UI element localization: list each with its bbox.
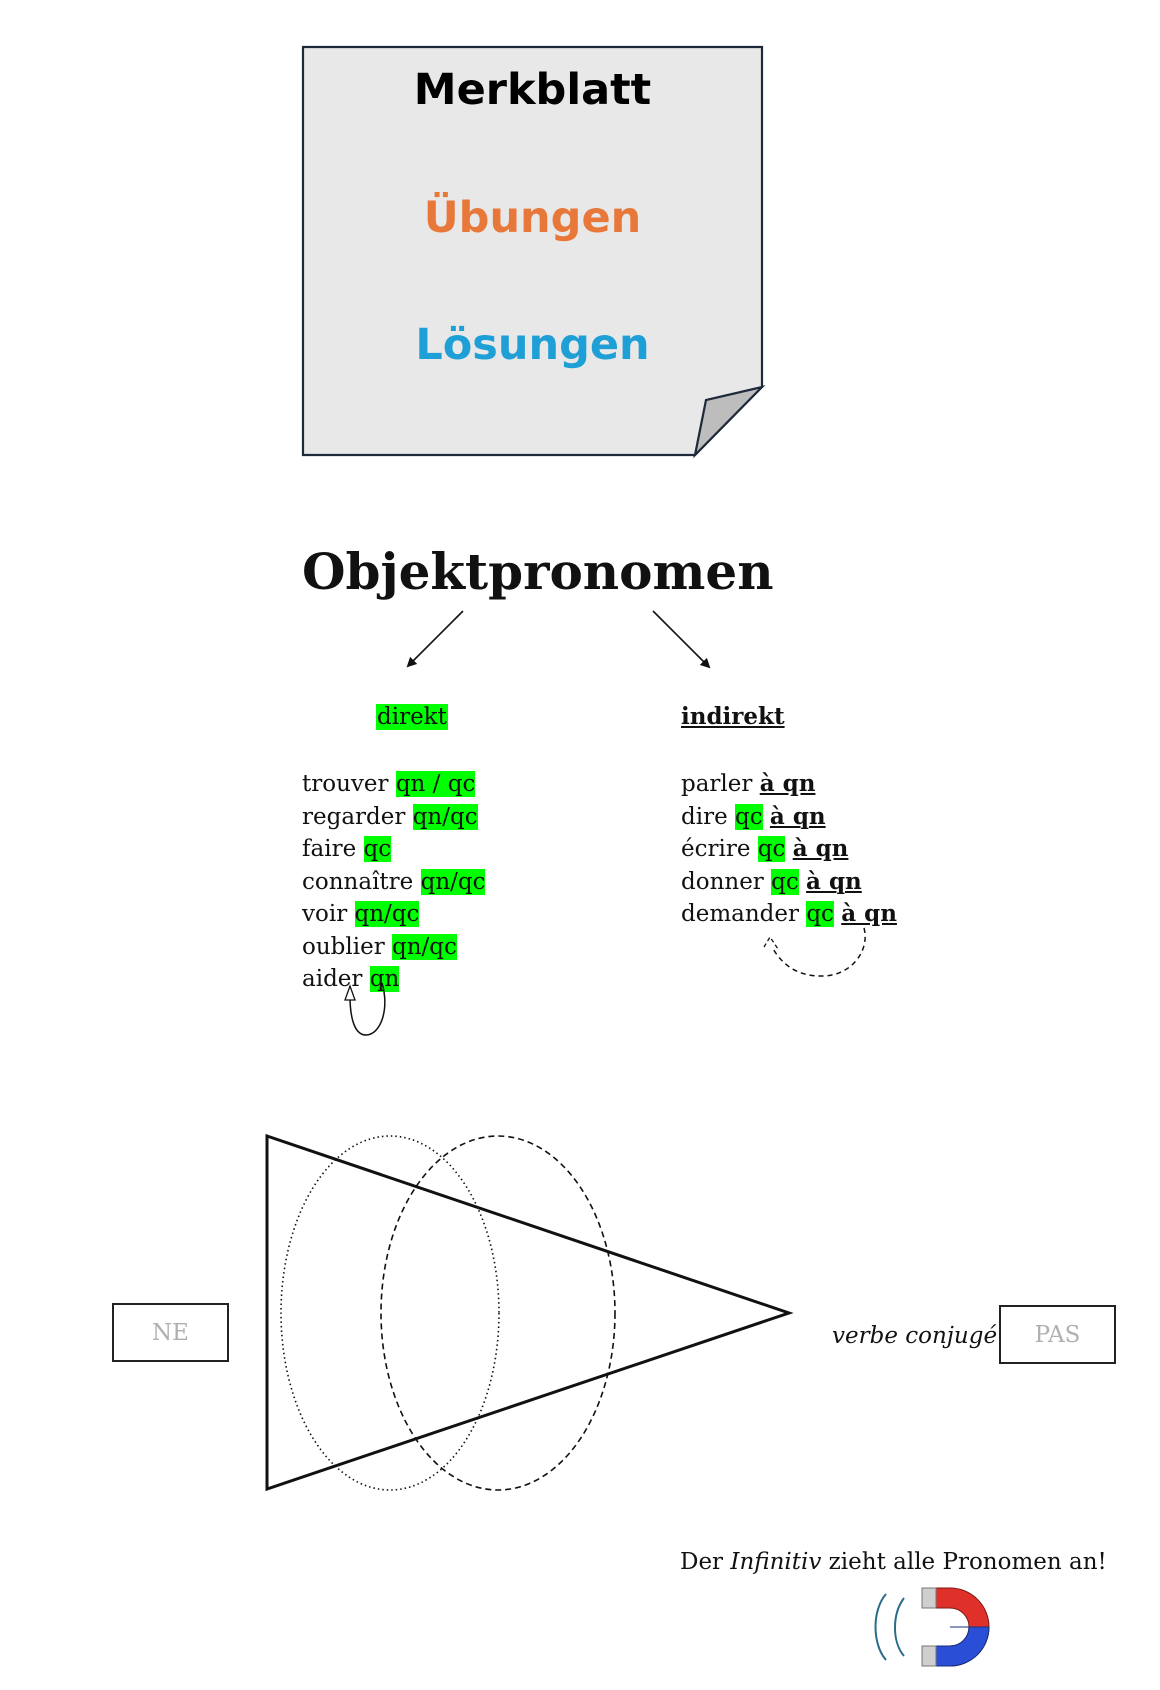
verb: aider: [302, 966, 363, 992]
direct-verb-list: trouver qn / qc regarder qn/qc faire qc …: [302, 768, 486, 996]
list-item: trouver qn / qc: [302, 768, 485, 801]
verb: parler: [681, 771, 753, 797]
list-item: écrire qc à qn: [681, 833, 897, 866]
magnet-icon: [874, 1587, 990, 1667]
loop-arrow-indirect: [763, 927, 866, 977]
page-title: Objektpronomen: [302, 542, 774, 601]
object-highlight: qn / qc: [395, 771, 476, 797]
preposition-object: à qn: [759, 770, 816, 797]
object-highlight: qn/qc: [412, 803, 478, 830]
note-card-shape: [301, 45, 766, 459]
dotted-ellipse: [280, 1135, 500, 1491]
verb: demander: [681, 901, 799, 927]
label-ne: NE: [112, 1303, 229, 1362]
verb: écrire: [681, 836, 751, 862]
preposition-object: à qn: [841, 900, 897, 927]
preposition-object: à qn: [792, 835, 849, 862]
card-exercises-link[interactable]: Übungen: [423, 193, 642, 243]
object-highlight: qn/qc: [392, 933, 457, 960]
list-item: faire qc: [302, 833, 485, 866]
list-item: parler à qn: [681, 768, 897, 801]
verb: oublier: [302, 933, 385, 960]
list-item: oublier qn/qc: [302, 931, 485, 964]
loop-arrow-direct: [344, 982, 386, 1036]
list-item: connaître qn/qc: [302, 866, 486, 899]
dashed-ellipse: [380, 1135, 616, 1491]
card-solutions-link[interactable]: Lösungen: [415, 320, 650, 370]
object-highlight: qn/qc: [420, 868, 486, 895]
list-item: dire qc à qn: [681, 801, 897, 834]
label-verb-conjugated: verbe conjugé: [832, 1323, 998, 1349]
object-highlight: qc: [363, 836, 392, 862]
verb: voir: [302, 901, 348, 927]
branch-arrows: [406, 610, 711, 669]
object-highlight: qc: [771, 868, 799, 895]
preposition-object: à qn: [769, 802, 826, 830]
object-highlight: qn: [369, 966, 400, 992]
object-highlight: qc: [735, 803, 763, 830]
list-item: voir qn/qc: [302, 898, 485, 931]
list-item: demander qc à qn: [681, 898, 897, 931]
verb: dire: [681, 803, 728, 830]
page-curl: [693, 385, 766, 459]
label-pas: PAS: [999, 1305, 1116, 1364]
arrow-direct: [406, 610, 464, 668]
verb: donner: [681, 868, 764, 895]
preposition-object: à qn: [806, 867, 862, 895]
list-item: aider qn: [302, 963, 485, 996]
object-highlight: qc: [806, 901, 834, 927]
verb: faire: [302, 836, 357, 862]
card-title: Merkblatt: [413, 65, 652, 115]
heading-direct: direkt: [376, 704, 448, 730]
arrow-indirect: [652, 610, 711, 669]
rule-text: Der Infinitiv zieht alle Pronomen an!: [680, 1549, 1107, 1575]
verb: regarder: [302, 803, 406, 830]
list-item: regarder qn/qc: [302, 801, 485, 834]
verb: connaître: [302, 868, 414, 895]
object-highlight: qc: [757, 836, 786, 862]
verb: trouver: [302, 771, 389, 797]
funnel-triangle: [265, 1133, 794, 1492]
rule-emphasis: Infinitiv: [730, 1549, 822, 1575]
negation-diagram: [265, 1133, 794, 1492]
heading-indirect: indirekt: [681, 703, 785, 730]
indirect-verb-list: parler à qn dire qc à qn écrire qc à qn …: [681, 768, 897, 931]
list-item: donner qc à qn: [681, 866, 897, 899]
object-highlight: qn/qc: [354, 901, 420, 927]
